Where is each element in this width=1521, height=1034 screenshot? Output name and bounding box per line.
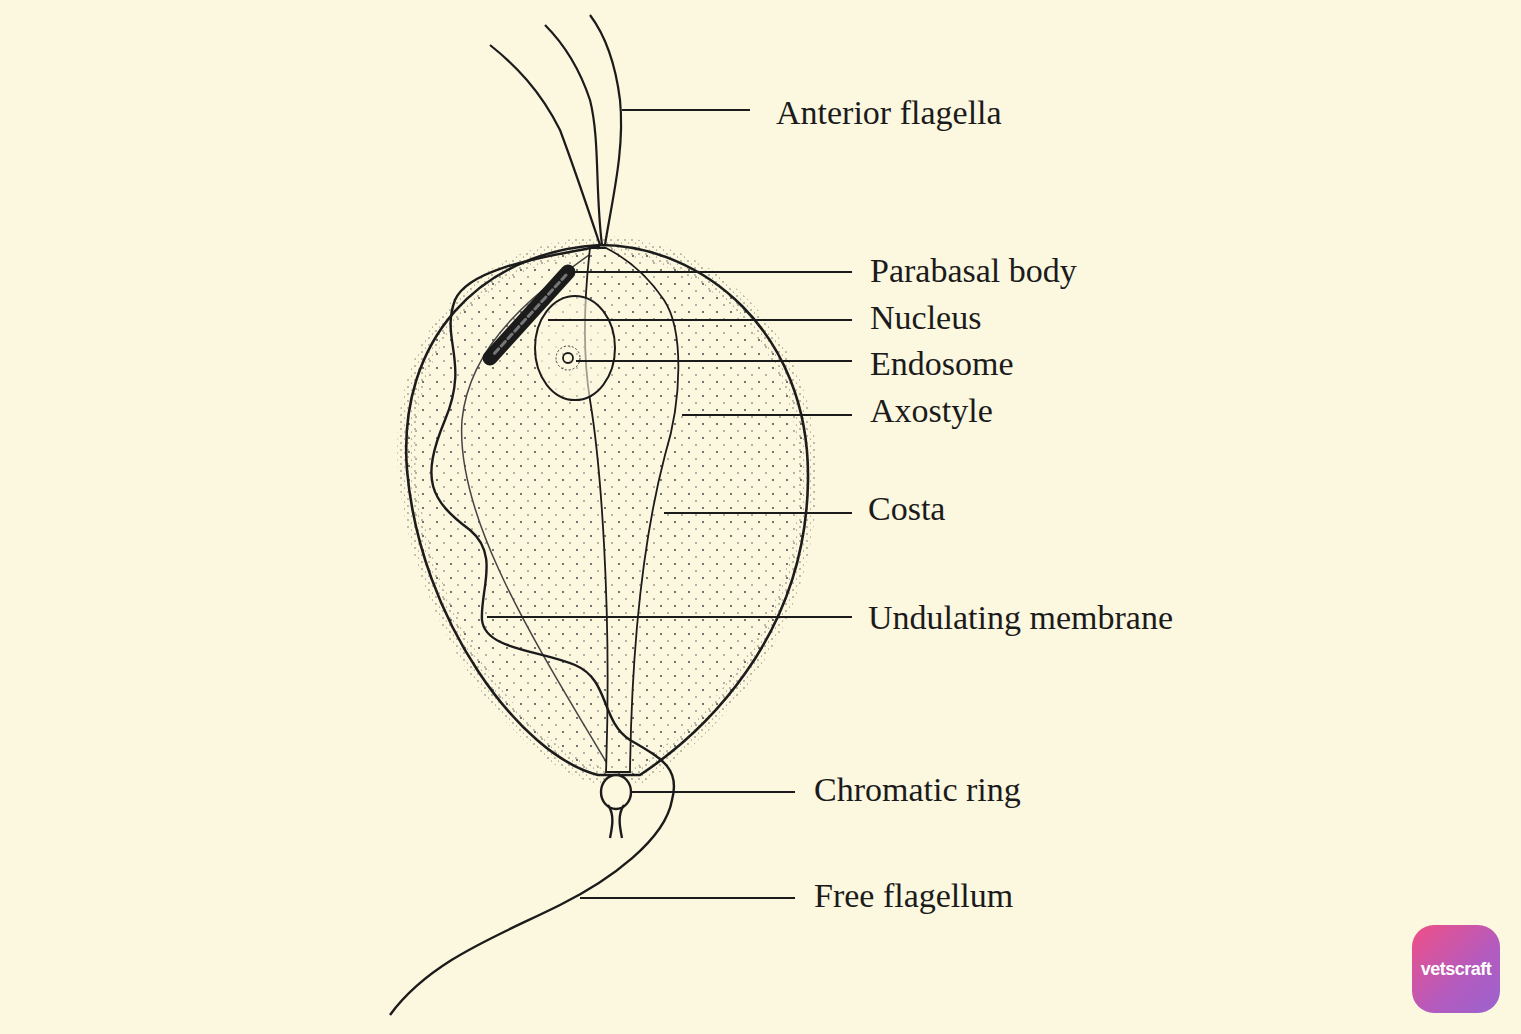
part-label: Undulating membrane xyxy=(868,601,1173,635)
part-label: Free flagellum xyxy=(814,879,1013,913)
part-label: Costa xyxy=(868,492,945,526)
part-label: Parabasal body xyxy=(870,254,1077,288)
part-label: Axostyle xyxy=(870,394,993,428)
endosome xyxy=(563,353,573,363)
cell-body xyxy=(406,245,808,775)
watermark: vetscraft xyxy=(1421,959,1492,980)
nucleus xyxy=(535,296,615,400)
parabasal-body xyxy=(490,272,568,358)
endosome-ring xyxy=(556,346,580,370)
part-label: Chromatic ring xyxy=(814,773,1021,807)
watermark-badge: vetscraft xyxy=(1412,925,1500,1013)
parabasal-detail xyxy=(493,275,566,355)
part-label: Endosome xyxy=(870,347,1014,381)
chromatic-ring xyxy=(601,775,631,809)
anterior-flagella xyxy=(490,15,621,245)
axostyle-tip xyxy=(608,805,624,838)
part-label: Anterior flagella xyxy=(776,96,1002,130)
leader-lines xyxy=(487,110,852,898)
part-label: Nucleus xyxy=(870,301,981,335)
cell-rim xyxy=(406,245,808,775)
